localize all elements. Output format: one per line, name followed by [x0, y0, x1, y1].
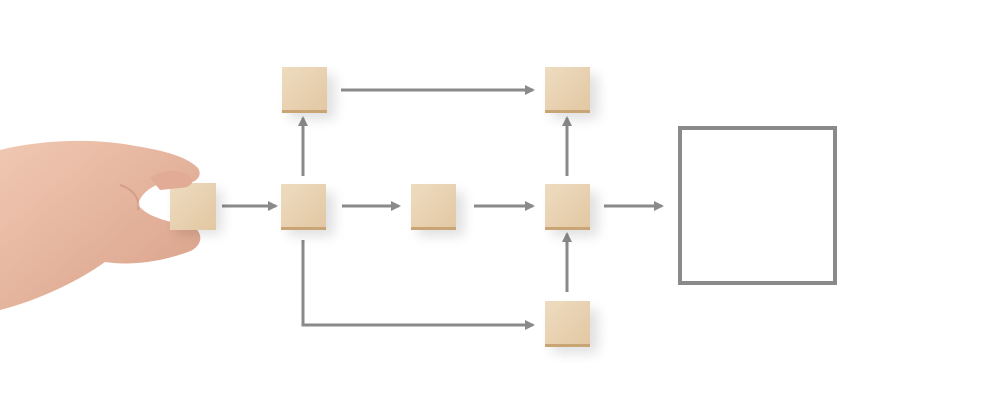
hand — [0, 140, 201, 310]
wooden-block-bottom — [545, 301, 598, 353]
wooden-block-middle — [411, 184, 464, 236]
wooden-block-in-hand — [170, 183, 222, 234]
wooden-block-merge — [545, 184, 598, 236]
blocks — [170, 67, 598, 353]
arrows — [222, 85, 664, 330]
wooden-block-top-left — [282, 67, 335, 119]
wooden-block-top-right — [545, 67, 598, 119]
empty-target-box — [678, 126, 837, 285]
thumb — [150, 170, 193, 190]
arrow-hub-down-across — [301, 240, 535, 330]
wooden-block-hub — [281, 184, 334, 236]
